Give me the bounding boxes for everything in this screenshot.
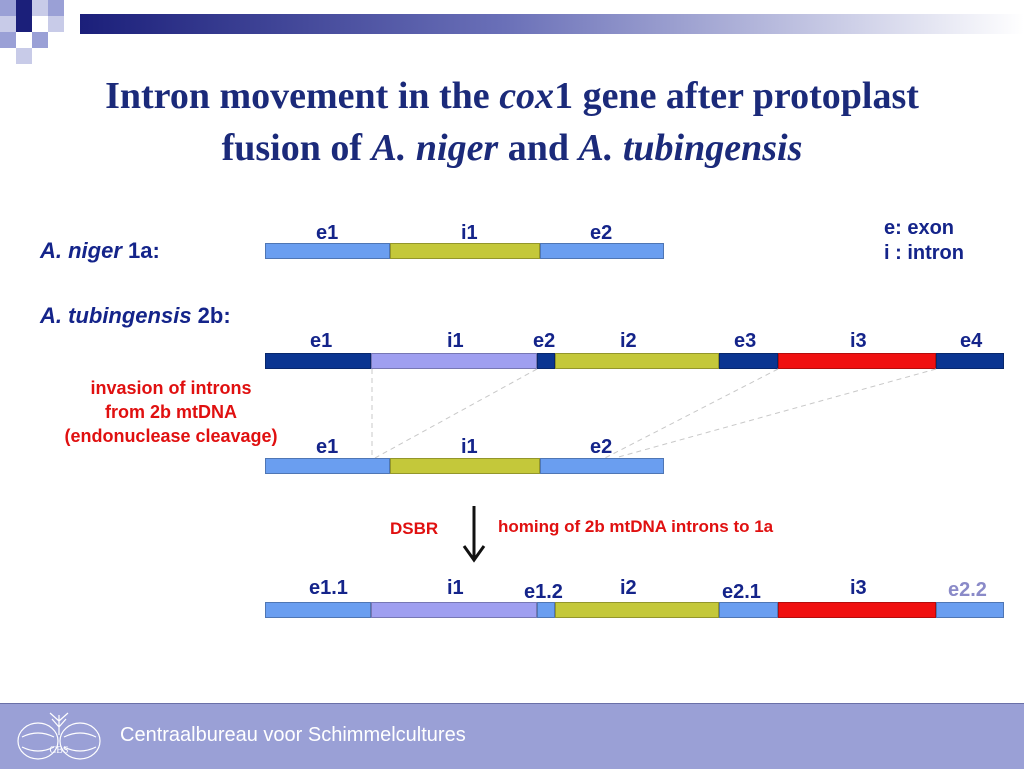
exon-segment	[265, 458, 390, 474]
dashed-line	[604, 368, 779, 459]
row2-label: i2	[620, 330, 637, 352]
legend: e: exon i : intron	[884, 216, 964, 266]
row4-label: i3	[850, 577, 867, 599]
intron-segment	[390, 458, 540, 474]
row3-label: e1	[316, 436, 339, 458]
intron-segment	[371, 353, 537, 369]
invasion-line-3: (endonuclease cleavage)	[64, 426, 278, 446]
row4-label: e2.2	[948, 579, 987, 601]
row1-label: e1	[316, 222, 339, 244]
dsbr-label: DSBR	[390, 519, 439, 538]
invasion-line-2: from 2b mtDNA	[104, 402, 237, 422]
exon-segment	[537, 353, 555, 369]
homing-label: homing of 2b mtDNA introns to 1a	[498, 517, 774, 536]
exon-segment	[540, 243, 664, 259]
exon-segment	[265, 602, 371, 618]
row2-label: e3	[734, 330, 757, 352]
intron-segment	[778, 353, 936, 369]
dashed-line	[374, 368, 538, 459]
invasion-line-1: invasion of introns	[90, 378, 252, 398]
tubingensis-label: A. tubingensis 2b:	[40, 303, 231, 328]
exon-segment	[936, 353, 1004, 369]
row3-label: i1	[461, 436, 478, 458]
legend-intron: i : intron	[884, 242, 964, 264]
invasion-annotation: invasion of introns from 2b mtDNA (endon…	[40, 376, 302, 448]
footer-bar	[0, 703, 1024, 769]
footer-org-name: Centraalbureau voor Schimmelcultures	[120, 724, 466, 746]
row4-label: e1.1	[309, 577, 348, 599]
row1-label: e2	[590, 222, 613, 244]
intron-segment	[371, 602, 537, 618]
cbs-logo: CBS	[17, 712, 101, 760]
row4-label: i1	[447, 577, 464, 599]
row2-label: e2	[533, 330, 556, 352]
intron-segment	[555, 602, 719, 618]
page-title: Intron movement in the cox1 gene after p…	[105, 75, 919, 169]
row2-label: i1	[447, 330, 464, 352]
dashed-line	[614, 368, 937, 459]
intron-segment	[555, 353, 719, 369]
svg-text:CBS: CBS	[50, 745, 69, 756]
exon-segment	[537, 602, 555, 618]
header-gradient-bar	[80, 14, 1024, 34]
row4-label: i2	[620, 577, 637, 599]
exon-segment	[265, 243, 390, 259]
row2-label: e1	[310, 330, 333, 352]
legend-exon: e: exon	[884, 217, 955, 239]
row2-label: e4	[960, 330, 983, 352]
row4-label: e1.2	[524, 581, 563, 603]
exon-segment	[719, 602, 778, 618]
exon-segment	[936, 602, 1004, 618]
exon-segment	[719, 353, 778, 369]
intron-segment	[390, 243, 540, 259]
exon-segment	[540, 458, 664, 474]
row3-label: e2	[590, 436, 613, 458]
row1-label: i1	[461, 222, 478, 244]
niger-label: A. niger 1a:	[40, 238, 160, 263]
down-arrow-icon	[462, 506, 486, 563]
exon-segment	[265, 353, 371, 369]
row2-label: i3	[850, 330, 867, 352]
intron-segment	[778, 602, 936, 618]
row4-label: e2.1	[722, 581, 761, 603]
